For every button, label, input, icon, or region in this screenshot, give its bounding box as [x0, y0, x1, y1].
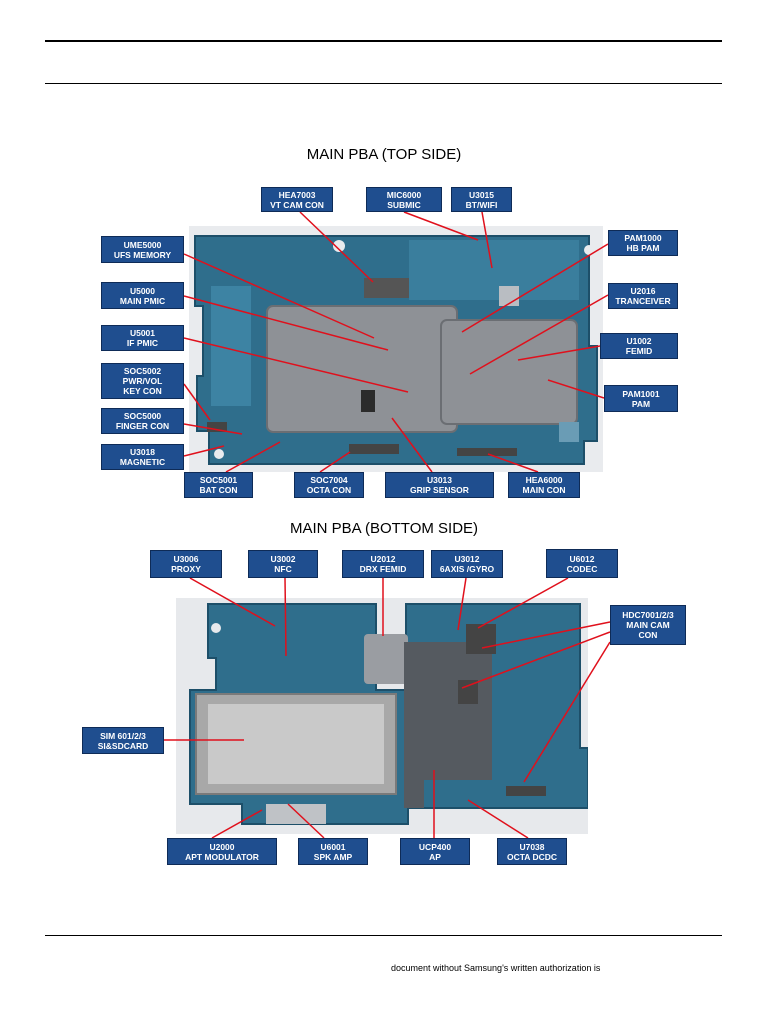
bottom-board-photo — [176, 598, 588, 834]
bottom-board-image — [176, 598, 588, 834]
footer-rule — [45, 935, 722, 936]
bottom-section-title: MAIN PBA (BOTTOM SIDE) — [289, 520, 479, 537]
footer-text: document without Samsung's written autho… — [391, 963, 601, 973]
top-board-image — [189, 226, 603, 472]
header-rule-top — [45, 40, 722, 42]
header-rule-bottom — [45, 83, 722, 84]
top-board-photo — [189, 226, 603, 472]
top-section-title: MAIN PBA (TOP SIDE) — [306, 146, 462, 163]
